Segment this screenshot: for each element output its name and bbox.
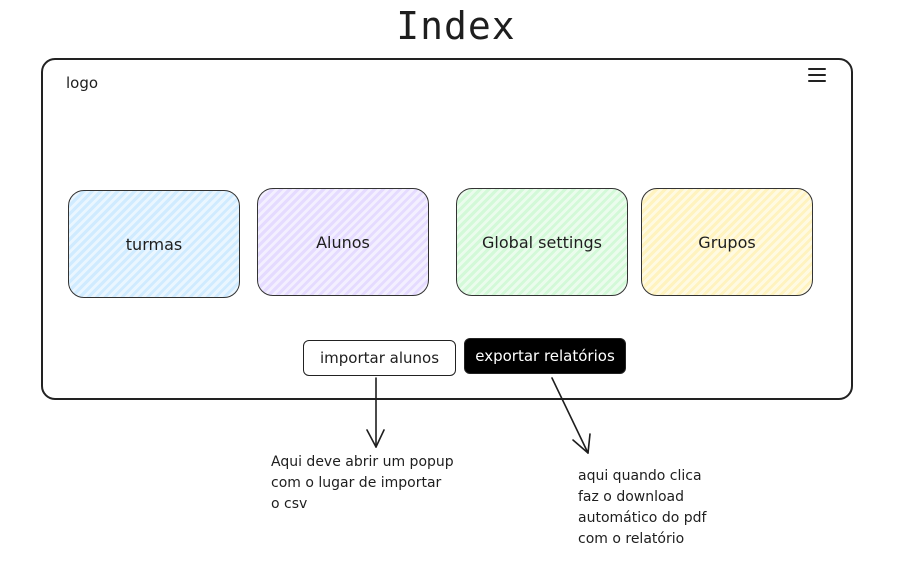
card-label: Global settings (482, 232, 602, 252)
export-reports-button[interactable]: exportar relatórios (464, 338, 626, 374)
note-line: com o lugar de importar (271, 475, 442, 491)
logo[interactable]: logo (66, 74, 99, 92)
card-turmas[interactable]: turmas (68, 190, 240, 298)
note-line: faz o download (578, 489, 685, 505)
card-label: turmas (125, 234, 183, 254)
menu-icon-line (808, 80, 826, 82)
menu-icon-line (808, 74, 826, 76)
card-grupos[interactable]: Grupos (641, 188, 813, 296)
card-label: Alunos (316, 232, 370, 252)
note-line: automático do pdf (578, 510, 707, 526)
page-title: Index (396, 4, 516, 48)
note-line: o csv (271, 496, 308, 512)
arrow-import-head (366, 429, 385, 448)
menu-icon-line (808, 68, 826, 70)
note-line: com o relatório (578, 531, 685, 547)
menu-icon[interactable] (808, 68, 826, 82)
note-line: aqui quando clica (578, 468, 702, 484)
import-note: Aqui deve abrir um popup com o lugar de … (271, 452, 454, 515)
card-global-settings[interactable]: Global settings (456, 188, 628, 296)
index-page-frame (41, 58, 853, 400)
arrow-export-head (572, 433, 591, 454)
card-alunos[interactable]: Alunos (257, 188, 429, 296)
card-label: Grupos (698, 232, 756, 252)
note-line: Aqui deve abrir um popup (271, 454, 454, 470)
export-note: aqui quando clica faz o download automát… (578, 466, 706, 550)
import-students-button[interactable]: importar alunos (303, 340, 456, 376)
